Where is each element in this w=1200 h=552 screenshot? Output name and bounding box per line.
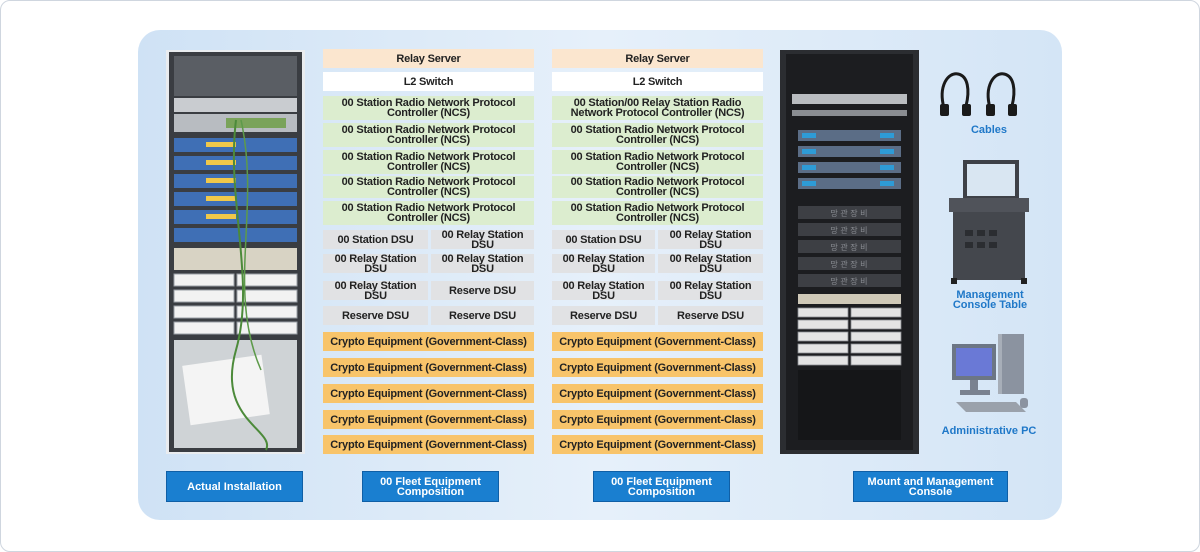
- fleet-equipment-composition-button-2[interactable]: 00 Fleet Equipment Composition: [593, 471, 730, 502]
- col2-crypto-5: Crypto Equipment (Government-Class): [552, 435, 763, 454]
- col2-crypto-4: Crypto Equipment (Government-Class): [552, 410, 763, 429]
- rack-panel-label-1: 망 관 장 비: [830, 208, 867, 218]
- col1-crypto-4: Crypto Equipment (Government-Class): [323, 410, 534, 429]
- col1-dsu-4b: Reserve DSU: [431, 306, 534, 325]
- mount-management-console-button[interactable]: Mount and Management Console: [853, 471, 1008, 502]
- col1-dsu-3a: 00 Relay Station DSU: [323, 280, 428, 301]
- col2-crypto-2: Crypto Equipment (Government-Class): [552, 358, 763, 377]
- col2-dsu-4a: Reserve DSU: [552, 306, 655, 325]
- col2-dsu-3b: 00 Relay Station DSU: [658, 280, 763, 301]
- fleet-equipment-composition-button-1[interactable]: 00 Fleet Equipment Composition: [362, 471, 499, 502]
- col2-dsu-1a: 00 Station DSU: [552, 230, 655, 249]
- col1-relay-server: Relay Server: [323, 49, 534, 68]
- col1-ncs-4: 00 Station Radio Network Protocol Contro…: [323, 176, 534, 198]
- col1-l2-switch: L2 Switch: [323, 72, 534, 91]
- col2-crypto-3: Crypto Equipment (Government-Class): [552, 384, 763, 403]
- rack-panel-label-5: 망 관 장 비: [830, 276, 867, 286]
- col1-ncs-3: 00 Station Radio Network Protocol Contro…: [323, 150, 534, 174]
- col1-ncs-2: 00 Station Radio Network Protocol Contro…: [323, 123, 534, 147]
- col1-crypto-3: Crypto Equipment (Government-Class): [323, 384, 534, 403]
- col1-dsu-1b: 00 Relay Station DSU: [431, 229, 534, 250]
- col2-l2-switch: L2 Switch: [552, 72, 763, 91]
- rack-panel-label-4: 망 관 장 비: [830, 259, 867, 269]
- col1-crypto-5: Crypto Equipment (Government-Class): [323, 435, 534, 454]
- col1-dsu-2a: 00 Relay Station DSU: [323, 253, 428, 274]
- col1-crypto-1: Crypto Equipment (Government-Class): [323, 332, 534, 351]
- col2-dsu-2a: 00 Relay Station DSU: [552, 253, 655, 274]
- admin-pc-label: Administrative PC: [941, 425, 1037, 437]
- col2-dsu-4b: Reserve DSU: [658, 306, 763, 325]
- console-table-label: Management Console Table: [952, 289, 1028, 311]
- col2-relay-server: Relay Server: [552, 49, 763, 68]
- mounted-rack-render: 망 관 장 비 망 관 장 비 망 관 장 비 망 관 장 비 망 관 장 비: [780, 50, 919, 454]
- actual-installation-photo: [166, 50, 305, 454]
- col1-dsu-3b: Reserve DSU: [431, 281, 534, 300]
- col1-dsu-4a: Reserve DSU: [323, 306, 428, 325]
- col2-ncs-4: 00 Station Radio Network Protocol Contro…: [552, 176, 763, 198]
- col2-dsu-2b: 00 Relay Station DSU: [658, 253, 763, 274]
- col2-ncs-1: 00 Station/00 Relay Station Radio Networ…: [552, 96, 763, 120]
- col1-crypto-2: Crypto Equipment (Government-Class): [323, 358, 534, 377]
- col2-crypto-1: Crypto Equipment (Government-Class): [552, 332, 763, 351]
- rack-panel-label-3: 망 관 장 비: [830, 242, 867, 252]
- col1-ncs-1: 00 Station Radio Network Protocol Contro…: [323, 96, 534, 120]
- col2-dsu-1b: 00 Relay Station DSU: [658, 229, 763, 250]
- cables-label: Cables: [970, 124, 1008, 136]
- col2-ncs-5: 00 Station Radio Network Protocol Contro…: [552, 201, 763, 225]
- admin-pc-icon: [952, 334, 1028, 412]
- col2-dsu-3a: 00 Relay Station DSU: [552, 280, 655, 301]
- col2-ncs-3: 00 Station Radio Network Protocol Contro…: [552, 150, 763, 174]
- col1-ncs-5: 00 Station Radio Network Protocol Contro…: [323, 201, 534, 225]
- col1-dsu-1a: 00 Station DSU: [323, 230, 428, 249]
- cables-icon: [940, 72, 1017, 116]
- rack-panel-label-2: 망 관 장 비: [830, 225, 867, 235]
- console-table-icon: [949, 160, 1029, 284]
- col1-dsu-2b: 00 Relay Station DSU: [431, 253, 534, 274]
- actual-installation-button[interactable]: Actual Installation: [166, 471, 303, 502]
- col2-ncs-2: 00 Station Radio Network Protocol Contro…: [552, 123, 763, 147]
